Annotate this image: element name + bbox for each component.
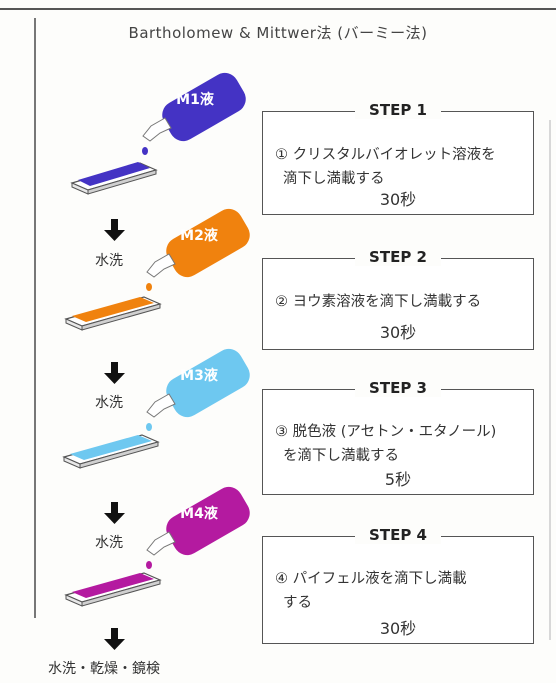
step2-line1: ② ヨウ素溶液を滴下し満載する (275, 294, 482, 310)
step3-line2: を滴下し満載する (283, 448, 399, 464)
step2-bottle-body (166, 208, 250, 278)
step1-bottle-nozzle (142, 117, 172, 142)
step4-line2: する (283, 595, 312, 611)
step4-bottle-body (166, 486, 250, 556)
step4-bottle: M4液 (146, 486, 250, 569)
step3-bottle: M3液 (146, 348, 250, 431)
step1-line1: ① クリスタルバイオレット溶液を (275, 147, 496, 163)
step4-stain (72, 573, 154, 598)
step3-illustration: M3液 (62, 348, 250, 469)
step3-slide (62, 434, 160, 469)
step1-slide (70, 162, 158, 195)
step2-bottle-nozzle (146, 253, 176, 278)
step2-illustration: M2液 (64, 208, 250, 331)
step1-time: 30秒 (379, 190, 417, 209)
step1-bottle: M1液 (142, 72, 246, 155)
step2-stain (72, 297, 154, 322)
step3-drop (146, 423, 152, 431)
page-title: Bartholomew & Mittwer法 (バーミー法) (128, 24, 428, 42)
step1-box: STEP 1 ① クリスタルバイオレット溶液を 滴下し満載する 30秒 (262, 101, 534, 215)
wash-label-3: 水洗 (95, 535, 123, 551)
step4-bottle-label: M4液 (180, 505, 219, 522)
step4-line1: ④ パイフェル液を滴下し満載 (275, 571, 467, 587)
step3-box: STEP 3 ③ 脱色液 (アセトン・エタノール) を滴下し満載する 5秒 (262, 379, 534, 495)
procedure-illustration: M1液 M2液 (62, 72, 250, 650)
wash-label-1: 水洗 (95, 253, 123, 269)
step2-instruction: ② ヨウ素溶液を滴下し満載する (275, 290, 527, 314)
step3-time: 5秒 (384, 470, 412, 489)
right-edge-rule (549, 120, 551, 640)
wash-arrow-1 (104, 219, 125, 241)
step3-bottle-nozzle (146, 393, 176, 418)
step4-box: STEP 4 ④ パイフェル液を滴下し満載 する 30秒 (262, 526, 534, 644)
step4-drop (146, 561, 152, 569)
top-rule (0, 8, 556, 10)
step4-illustration: M4液 (64, 486, 250, 607)
step4-time: 30秒 (379, 619, 417, 638)
step2-time: 30秒 (379, 323, 417, 342)
step1-bottle-body (162, 72, 246, 142)
left-margin-rule (34, 18, 36, 618)
step1-instruction: ① クリスタルバイオレット溶液を 滴下し満載する (275, 143, 527, 191)
wash-arrow-2 (104, 362, 125, 384)
step2-slide (64, 296, 162, 331)
step1-stain (78, 162, 150, 186)
step3-label: STEP 3 (263, 379, 533, 397)
step3-stain (70, 435, 152, 460)
step4-label: STEP 4 (263, 526, 533, 544)
step4-bottle-nozzle (146, 531, 176, 556)
step4-slide (64, 572, 162, 607)
step2-drop (146, 283, 152, 291)
final-arrow (104, 628, 125, 650)
step1-line2: 滴下し満載する (283, 171, 385, 187)
step3-line1: ③ 脱色液 (アセトン・エタノール) (275, 424, 497, 440)
step1-drop (142, 147, 148, 155)
step2-bottle: M2液 (146, 208, 250, 291)
step2-box: STEP 2 ② ヨウ素溶液を滴下し満載する 30秒 (262, 248, 534, 350)
step1-label: STEP 1 (263, 101, 533, 119)
step2-label: STEP 2 (263, 248, 533, 266)
step1-illustration: M1液 (70, 72, 246, 195)
step3-bottle-body (166, 348, 250, 418)
step3-bottle-label: M3液 (180, 367, 219, 384)
final-label: 水洗・乾燥・鏡検 (48, 661, 160, 677)
step1-bottle-label: M1液 (176, 91, 215, 108)
wash-label-2: 水洗 (95, 395, 123, 411)
step2-bottle-label: M2液 (180, 227, 219, 244)
step3-instruction: ③ 脱色液 (アセトン・エタノール) を滴下し満載する (275, 420, 527, 468)
step4-instruction: ④ パイフェル液を滴下し満載 する (275, 567, 527, 615)
wash-arrow-3 (104, 502, 125, 524)
